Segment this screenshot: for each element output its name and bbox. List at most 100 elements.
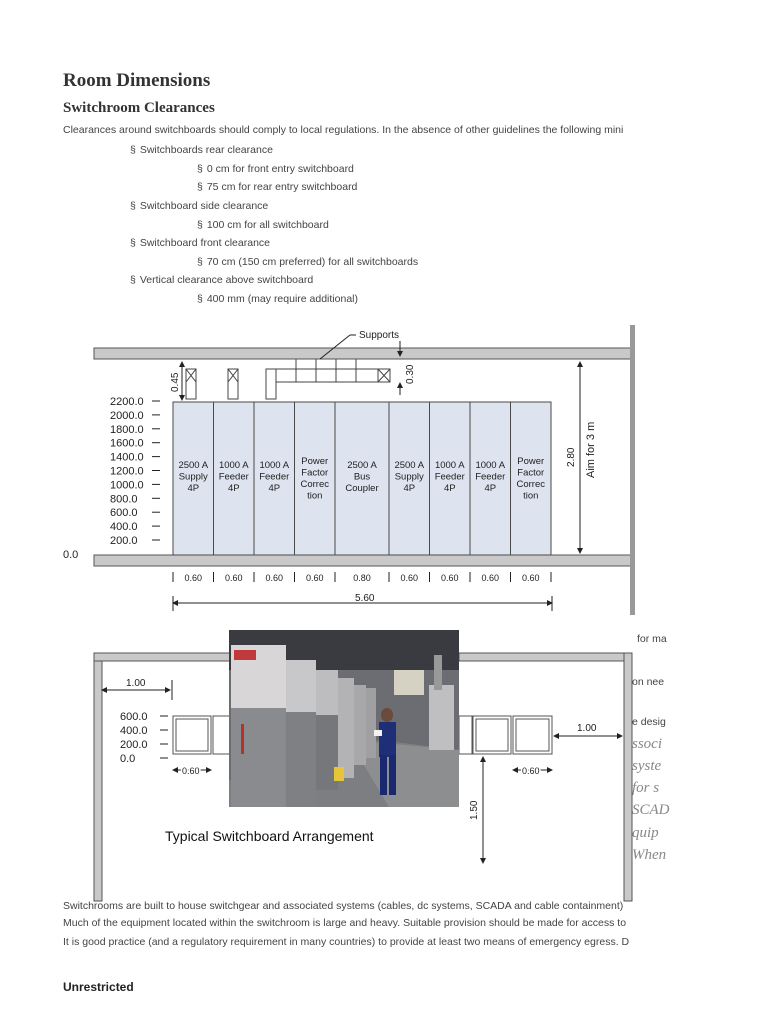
bullet-icon: § [197,219,203,231]
clipped-text: e desig [632,716,666,728]
panel-label: Feeder [219,472,249,483]
panel-label: 2500 A [347,460,377,471]
panel-label: tion [307,491,322,502]
panel-label: Correc [516,479,545,490]
panel-label: 1000 A [259,460,289,471]
panel-label: 4P [187,483,199,494]
dim-0-45: 0.45 [170,372,181,392]
plan-scale-label: 200.0 [120,739,148,751]
bullet-icon: § [130,200,136,212]
bullet-icon: § [130,274,136,286]
elevation-scale: 2200.02000.01800.01600.01400.01200.01000… [110,396,160,547]
scale-tick-label: 2000.0 [110,410,144,422]
panel-width-label: 0.60 [184,573,202,583]
switchboard-panel [469,401,511,556]
switchboard-panel [213,401,255,556]
switchboard-panel [429,401,471,556]
clipped-text: on nee [632,676,665,688]
clipped-italic-text: for s [632,780,660,796]
bullet-icon: § [197,163,203,175]
list-item: §0 cm for front entry switchboard [197,163,354,175]
panel-label: Power [301,456,328,467]
plan-right-clearance: 1.00 [577,723,597,734]
clipped-italic-text: SCAD [632,802,670,818]
plan-width-left: 0.60 [182,766,200,776]
dim-2-80: 2.80 [566,447,577,467]
panel-label: 4P [268,483,280,494]
panel-label: Factor [517,468,544,479]
panel-label: Supply [179,472,208,483]
panel-width-label: 0.60 [306,573,324,583]
panel-label: 2500 A [178,460,208,471]
panel-label: tion [523,491,538,502]
switchboard-panel [172,401,214,556]
panel-label: 4P [484,483,496,494]
switchroom-photo [229,630,459,807]
total-width-label: 5.60 [355,593,375,604]
intro-paragraph: Clearances around switchboards should co… [63,124,624,136]
panel-label: Feeder [475,472,505,483]
panel-width-label: 0.80 [353,573,371,583]
panel-label: 4P [444,483,456,494]
list-item: §75 cm for rear entry switchboard [197,181,358,193]
zero-label: 0.0 [63,549,78,561]
list-item: §70 cm (150 cm preferred) for all switch… [197,256,419,268]
cable-tray-supports [185,359,391,400]
right-wall [630,325,635,615]
scale-tick-label: 2200.0 [110,396,144,408]
section-title: Switchroom Clearances [63,100,215,116]
scale-tick-label: 1600.0 [110,438,144,450]
scale-tick-label: 1800.0 [110,424,144,436]
scale-tick-label: 200.0 [110,535,138,547]
list-item: §Switchboards rear clearance [130,144,273,156]
panel-label: 1000 A [435,460,465,471]
panel-label: Coupler [345,483,378,494]
list-item: §Switchboard front clearance [130,237,270,249]
clipped-italic-text: syste [632,758,662,774]
list-item: §100 cm for all switchboard [197,219,329,231]
body-paragraph: Switchrooms are built to house switchgea… [63,900,624,912]
bullet-icon: § [197,256,203,268]
list-item: §Vertical clearance above switchboard [130,274,314,286]
panel-label: Bus [354,472,371,483]
scale-tick-label: 400.0 [110,521,138,533]
list-item: §400 mm (may require additional) [197,293,358,305]
panel-label: 4P [228,483,240,494]
panel-width-label: 0.60 [441,573,459,583]
content-column: Room Dimensions Switchroom Clearances Cl… [63,0,669,1024]
clipped-italic-text: When [632,847,667,863]
panel-label: Supply [395,472,424,483]
switchboard-panel [253,401,295,556]
panel-label: 2500 A [394,460,424,471]
switchboard-panel [334,401,390,556]
supports-leader [319,334,351,360]
ceiling-slab [93,347,633,360]
plan-panels [172,715,553,755]
clipped-italic-text: ssoci [632,736,662,752]
plan-left-clearance: 1.00 [126,678,146,689]
panel-width-label: 0.60 [522,573,540,583]
scale-tick-label: 1000.0 [110,479,144,491]
clipped-text: for ma [637,633,667,645]
plan-front-clearance: 1.50 [469,800,480,820]
panel-width-label: 0.60 [481,573,499,583]
clipped-italic-text: quip [632,825,659,841]
bullet-icon: § [130,144,136,156]
switchboard-panel [510,401,552,556]
classification-label: Unrestricted [63,980,134,994]
panel-label: 1000 A [219,460,249,471]
plan-scale-label: 400.0 [120,725,148,737]
list-item: §Switchboard side clearance [130,200,269,212]
diagram-caption: Typical Switchboard Arrangement [165,828,374,844]
bullet-icon: § [197,293,203,305]
body-paragraph: Much of the equipment located within the… [63,917,627,929]
aim-label: Aim for 3 m [585,422,597,478]
panel-label: Feeder [259,472,289,483]
floor-slab [93,554,633,567]
scale-tick-label: 800.0 [110,493,138,505]
